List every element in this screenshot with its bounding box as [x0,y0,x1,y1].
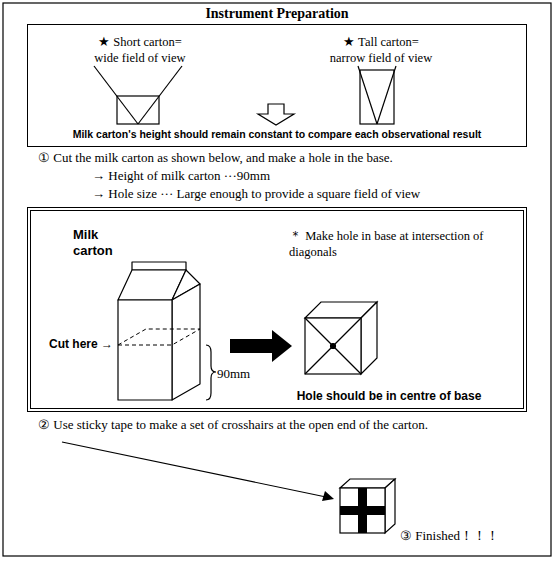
milk-carton [118,262,200,400]
panel-text-holder: ★ Tall carton= narrow field of view [325,35,437,66]
panel-text: ★ Tall carton= narrow field of view [330,35,432,65]
panel-text: ＊ Make hole in base at intersection of d… [289,229,484,259]
panel-text-holder: Cut here → [49,337,113,351]
panel-text-holder: ★ Short carton= wide field of view [86,35,194,66]
panel-text-holder: Milk carton's height should remain const… [28,128,526,141]
panel-text: Milk carton [73,227,113,258]
panel-text-holder: ＊ Make hole in base at intersection of d… [289,229,517,260]
pointer-head [322,491,334,501]
panel-text: Hole should be in centre of base [297,389,482,403]
outer-frame [3,3,551,556]
crosshairs [340,488,385,533]
finished-cube [340,479,395,533]
down-arrow [258,104,294,125]
tall-carton-view [358,66,396,124]
view-panel: ★ Short carton= wide field of view ★ Tall… [27,24,527,147]
instruction-text-holder: ② Use sticky tape to make a set of cross… [38,417,543,433]
carton-base-cube [305,302,377,374]
instruction-text: → Height of milk carton ···90mm [92,168,270,183]
instruction-text-holder: → Hole size ··· Large enough to provide … [92,186,542,202]
dimension-bracket [206,345,216,400]
instruction-text: → Hole size ··· Large enough to provide … [92,186,420,201]
instruction-text-holder: ① Cut the milk carton as shown below, an… [38,150,538,166]
instruction-text-holder: ③ Finished！！！ [400,528,540,544]
panel-text-holder: Hole should be in centre of base [269,389,509,403]
instruction-text-holder: → Height of milk carton ···90mm [92,168,532,184]
panel-text: Milk carton's height should remain const… [73,128,482,140]
carton-panel: Milk cartonCut here → 90mm ＊ Make hole in … [27,207,527,412]
panel-text: ★ Short carton= wide field of view [94,35,185,65]
panel-text-holder: 90mm [217,366,250,382]
right-arrow [230,330,292,362]
cut-line [118,329,200,345]
title-text-holder: Instrument Preparation [0,6,554,22]
instruction-text: ② Use sticky tape to make a set of cross… [38,417,428,432]
title-text: Instrument Preparation [205,6,348,21]
short-carton-view [94,66,182,124]
panel-text-holder: Milk carton [73,227,133,258]
instruction-text: ① Cut the milk carton as shown below, an… [38,150,393,165]
pointer-line [62,442,326,497]
instruction-text: ③ Finished！！！ [400,528,499,543]
panel-text: 90mm [217,366,250,381]
panel-text: Cut here → [49,337,113,351]
